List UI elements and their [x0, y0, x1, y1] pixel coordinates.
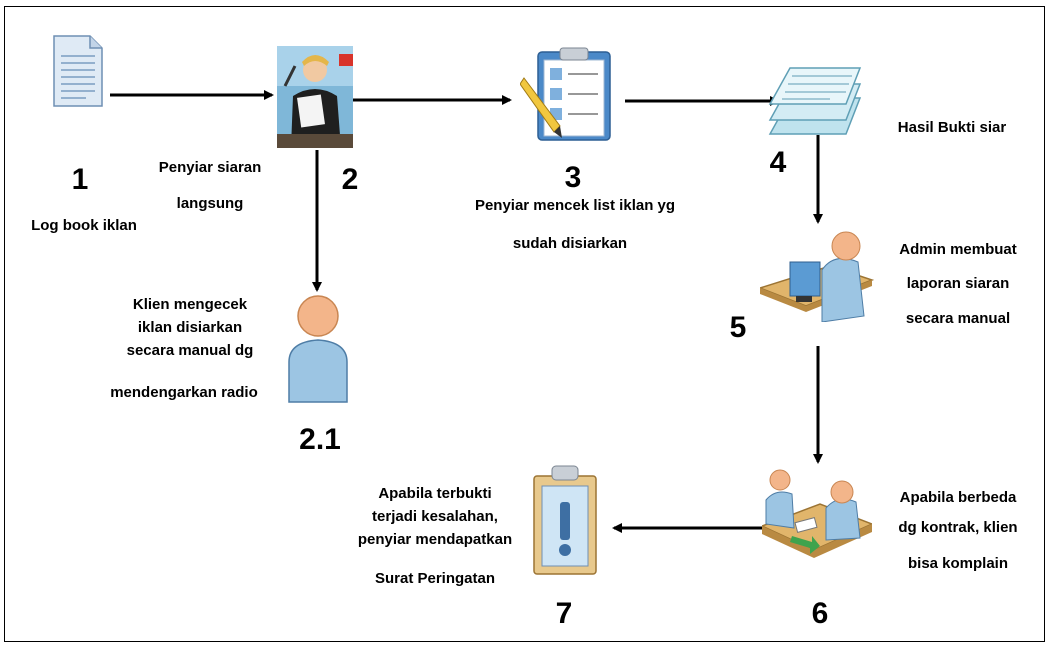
step-2-label-line1: Penyiar siaran [158, 159, 262, 176]
step-7-label-line4: Surat Peringatan [374, 570, 496, 587]
step-3-number: 3 [564, 161, 582, 194]
step-5-label-line3: secara manual [905, 310, 1011, 327]
step-2-number: 2 [341, 163, 359, 196]
person-icon [288, 295, 348, 403]
step-4-number: 4 [769, 146, 787, 179]
step-1-number: 1 [71, 163, 89, 196]
step-21-label-line2: iklan disiarkan [137, 319, 243, 336]
step-5-label-line1: Admin membuat [899, 241, 1017, 258]
person-at-computer-icon [760, 231, 874, 322]
diagram-frame [4, 6, 1045, 642]
two-people-exchange-icon [762, 469, 872, 558]
step-7-label-line3: penyiar mendapatkan [357, 531, 513, 548]
step-2-label-line2: langsung [176, 195, 244, 212]
step-1-label: Log book iklan [31, 217, 137, 234]
step-7-label-line1: Apabila terbukti [378, 485, 492, 502]
step-4-label: Hasil Bukti siar [897, 119, 1007, 136]
step-21-number: 2.1 [299, 423, 341, 456]
step-21-label-line1: Klien mengecek [132, 296, 248, 313]
step-5-number: 5 [729, 311, 747, 344]
warning-clipboard-icon [533, 465, 597, 575]
step-7-label-line2: terjadi kesalahan, [372, 508, 498, 525]
radio-announcer-icon [277, 46, 353, 148]
clipboard-checklist-icon [520, 47, 611, 141]
step-6-label-line2: dg kontrak, klien [898, 519, 1018, 536]
step-5-label-line2: laporan siaran [906, 275, 1010, 292]
step-3-label-line2: sudah disiarkan [512, 235, 628, 252]
stacked-documents-icon [768, 67, 862, 135]
step-6-label-line1: Apabila berbeda [899, 489, 1017, 506]
step-6-number: 6 [811, 597, 829, 630]
document-icon [53, 35, 103, 107]
step-7-number: 7 [555, 597, 573, 630]
step-6-label-line3: bisa komplain [907, 555, 1009, 572]
step-3-label-line1: Penyiar mencek list iklan yg [474, 197, 676, 214]
step-21-label-line3: secara manual dg [126, 342, 254, 359]
step-21-label-line4: mendengarkan radio [110, 384, 258, 401]
